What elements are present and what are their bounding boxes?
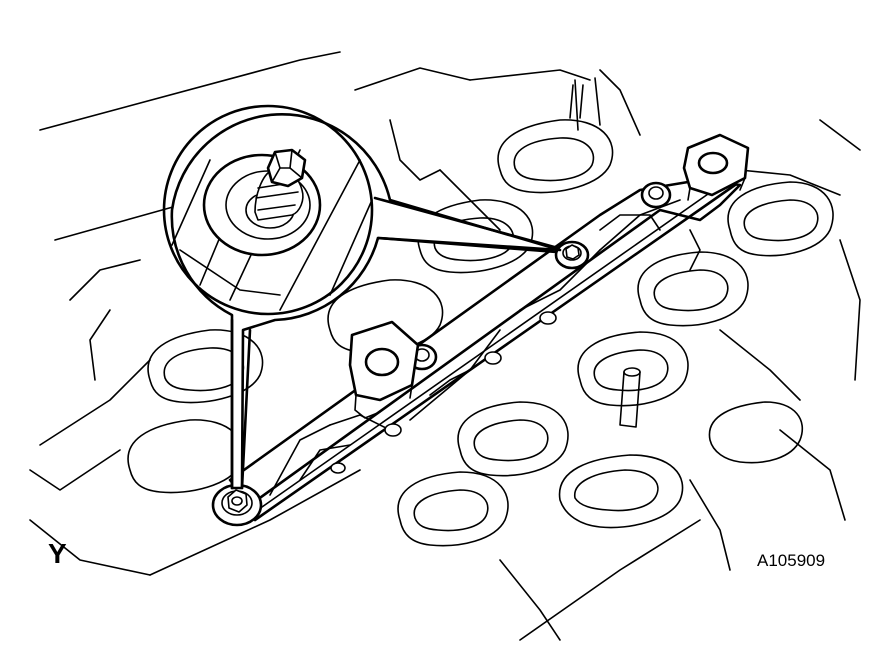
rail-bracket-rear (682, 133, 750, 201)
view-letter-label: Y (48, 538, 67, 569)
mounting-studs (569, 84, 641, 428)
rail-bracket-middle (348, 320, 420, 419)
intake-ports-lower (397, 181, 834, 547)
detail-magnified-bolt (171, 148, 373, 311)
bolt-front (211, 483, 263, 527)
figure-id-label: A105909 (757, 551, 826, 570)
bolt-rear (554, 240, 590, 270)
cylinder-head-outline (29, 51, 861, 641)
